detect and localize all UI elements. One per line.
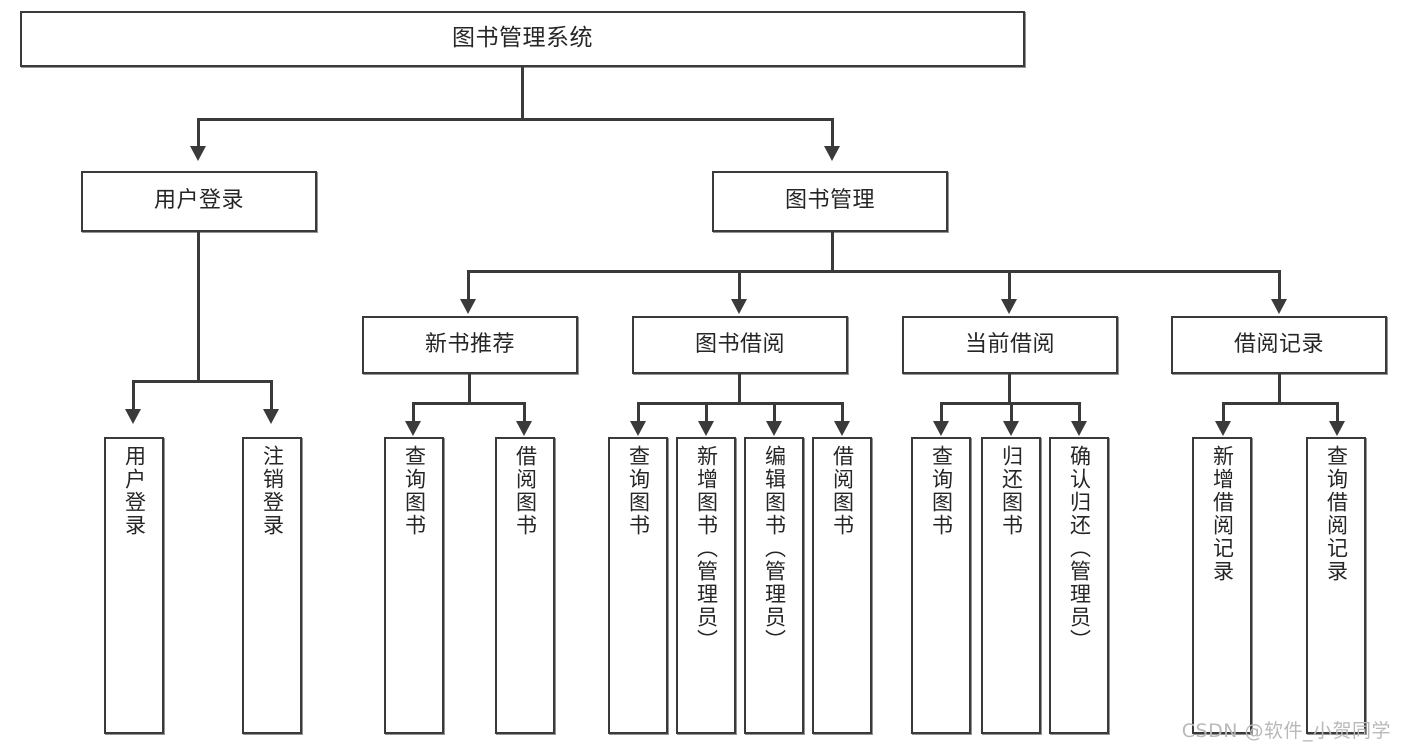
- arrowhead-br-leaf-1: [1215, 421, 1231, 436]
- connector-book-borrow-bus: [637, 402, 843, 405]
- arrowhead-bb-leaf-2: [698, 421, 714, 436]
- connector-borrow-record-bus: [1222, 402, 1339, 405]
- connector-to-new-book-recommend: [467, 270, 470, 299]
- arrowhead-book-borrow: [731, 299, 747, 314]
- node-leaf-cb-query-books[interactable]: 查询图书: [911, 437, 971, 734]
- node-current-borrow[interactable]: 当前借阅: [902, 316, 1118, 374]
- arrowhead-cb-leaf-3: [1071, 421, 1087, 436]
- arrowhead-root-to-user-login: [190, 146, 206, 161]
- node-leaf-nbr-query-books[interactable]: 查询图书: [384, 437, 444, 734]
- arrowhead-current-borrow: [1001, 299, 1017, 314]
- connector-root-to-user-login: [197, 118, 200, 146]
- connector-current-borrow-stem: [1008, 374, 1011, 404]
- node-leaf-cb-confirm-return-admin[interactable]: 确认归还（管理员）: [1049, 437, 1109, 734]
- connector-user-login-stem: [197, 232, 200, 382]
- connector-user-login-bus: [132, 380, 272, 383]
- connector-root-to-book-management: [831, 118, 834, 146]
- arrowhead-cb-leaf-1: [933, 421, 949, 436]
- arrowhead-new-book-recommend: [460, 299, 476, 314]
- node-label: 图书借阅: [694, 331, 785, 357]
- connector-root-stem: [521, 67, 524, 119]
- connector-bb-leaf-1: [637, 402, 640, 421]
- connector-borrow-record-stem: [1278, 374, 1281, 404]
- arrowhead-user-login-leaf-1: [125, 409, 141, 424]
- node-borrow-record[interactable]: 借阅记录: [1171, 316, 1387, 374]
- node-new-book-recommend[interactable]: 新书推荐: [362, 316, 578, 374]
- node-label: 查询图书: [626, 445, 651, 537]
- arrowhead-bb-leaf-4: [834, 421, 850, 436]
- node-label: 新增图书（管理员）: [694, 445, 719, 652]
- node-leaf-br-query-record[interactable]: 查询借阅记录: [1306, 437, 1366, 734]
- node-root-book-management-system[interactable]: 图书管理系统: [20, 11, 1025, 67]
- node-book-borrow[interactable]: 图书借阅: [632, 316, 848, 374]
- connector-to-book-borrow: [738, 270, 741, 299]
- node-label: 用户登录: [122, 445, 147, 537]
- connector-book-borrow-stem: [738, 374, 741, 404]
- node-label: 借阅图书: [830, 445, 855, 537]
- node-label: 借阅图书: [513, 445, 538, 537]
- node-label: 编辑图书（管理员）: [762, 445, 787, 652]
- node-label: 查询借阅记录: [1324, 445, 1349, 583]
- arrowhead-nbr-leaf-1: [405, 421, 421, 436]
- node-label: 注销登录: [260, 445, 285, 537]
- node-leaf-bb-borrow-books[interactable]: 借阅图书: [812, 437, 872, 734]
- connector-new-book-recommend-bus: [412, 402, 526, 405]
- connector-br-leaf-2: [1336, 402, 1339, 421]
- connector-user-login-to-leaf-1: [132, 380, 135, 409]
- connector-bb-leaf-2: [705, 402, 708, 421]
- connector-level3-bus: [467, 270, 1281, 273]
- connector-nbr-leaf-2: [523, 402, 526, 421]
- node-book-management[interactable]: 图书管理: [712, 171, 948, 232]
- arrowhead-borrow-record: [1271, 299, 1287, 314]
- node-leaf-bb-add-book-admin[interactable]: 新增图书（管理员）: [676, 437, 736, 734]
- node-label: 当前借阅: [964, 331, 1055, 357]
- connector-root-bus: [197, 118, 834, 121]
- arrowhead-root-to-book-management: [824, 146, 840, 161]
- node-leaf-bb-query-books[interactable]: 查询图书: [608, 437, 668, 734]
- arrowhead-user-login-leaf-2: [263, 409, 279, 424]
- connector-cb-leaf-1: [940, 402, 943, 421]
- arrowhead-bb-leaf-1: [630, 421, 646, 436]
- connector-to-borrow-record: [1278, 270, 1281, 299]
- node-label: 借阅记录: [1233, 331, 1324, 357]
- connector-book-management-stem: [831, 232, 834, 272]
- node-leaf-br-add-record[interactable]: 新增借阅记录: [1192, 437, 1252, 734]
- node-leaf-nbr-borrow-books[interactable]: 借阅图书: [495, 437, 555, 734]
- node-label: 确认归还（管理员）: [1067, 445, 1092, 652]
- node-label: 归还图书: [999, 445, 1024, 537]
- arrowhead-nbr-leaf-2: [516, 421, 532, 436]
- node-label: 查询图书: [929, 445, 954, 537]
- connector-cb-leaf-2: [1010, 402, 1013, 421]
- watermark-text: CSDN @软件_小贺同学: [1181, 720, 1391, 742]
- connector-br-leaf-1: [1222, 402, 1225, 421]
- arrowhead-br-leaf-2: [1329, 421, 1345, 436]
- connector-user-login-to-leaf-2: [270, 380, 273, 409]
- connector-bb-leaf-4: [841, 402, 844, 421]
- node-label: 新书推荐: [424, 331, 515, 357]
- node-label: 查询图书: [402, 445, 427, 537]
- node-label: 新增借阅记录: [1210, 445, 1235, 583]
- arrowhead-bb-leaf-3: [766, 421, 782, 436]
- arrowhead-cb-leaf-2: [1003, 421, 1019, 436]
- node-label: 图书管理系统: [452, 25, 593, 52]
- connector-cb-leaf-3: [1078, 402, 1081, 421]
- node-leaf-bb-edit-book-admin[interactable]: 编辑图书（管理员）: [744, 437, 804, 734]
- connector-nbr-leaf-1: [412, 402, 415, 421]
- node-label: 用户登录: [153, 188, 244, 214]
- node-leaf-cb-return-books[interactable]: 归还图书: [981, 437, 1041, 734]
- node-user-login[interactable]: 用户登录: [81, 171, 317, 232]
- node-leaf-logout[interactable]: 注销登录: [242, 437, 302, 734]
- node-leaf-user-login[interactable]: 用户登录: [104, 437, 164, 734]
- connector-bb-leaf-3: [773, 402, 776, 421]
- connector-to-current-borrow: [1008, 270, 1011, 299]
- node-label: 图书管理: [784, 188, 875, 214]
- connector-new-book-recommend-stem: [468, 374, 471, 404]
